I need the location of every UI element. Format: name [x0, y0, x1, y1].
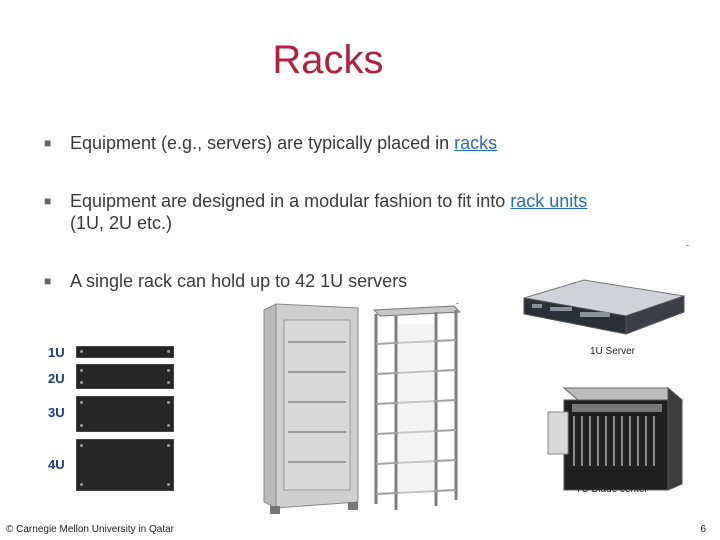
bullet-square-icon: ■	[44, 136, 52, 150]
unit-plate-1u	[76, 346, 174, 358]
rack-frame-open-image	[372, 305, 462, 510]
unit-label-4u: 4U	[48, 457, 65, 472]
bullet-square-icon: ■	[44, 194, 52, 208]
rack-cabinet-closed-image	[263, 303, 359, 514]
bullet-text: A single rack can hold up to 42 1U serve…	[70, 271, 408, 291]
decor-dash: -	[456, 298, 459, 308]
unit-plate-2u	[76, 364, 174, 389]
page-number: 6	[700, 524, 706, 535]
rack-units-link[interactable]: rack units	[510, 191, 588, 211]
bullet-text: Equipment (e.g., servers) are typically …	[70, 133, 455, 153]
decor-dash: -	[686, 240, 689, 250]
server-1u-image	[523, 279, 685, 335]
server-caption: 1U Server	[590, 346, 636, 357]
blade-caption: 7U Blade center	[576, 484, 648, 495]
footer-copyright: © Carnegie Mellon University in Qatar	[6, 524, 174, 535]
racks-link[interactable]: racks	[454, 133, 498, 153]
bullet-text-line2: (1U, 2U etc.)	[70, 213, 173, 233]
bullet-text: Equipment are designed in a modular fash…	[70, 191, 511, 211]
slide-title: Racks	[272, 38, 384, 82]
unit-label-2u: 2U	[48, 371, 65, 386]
unit-label-3u: 3U	[48, 405, 65, 420]
unit-plate-4u	[76, 439, 174, 491]
unit-plate-3u	[76, 396, 174, 432]
unit-label-1u: 1U	[48, 345, 65, 360]
bullet-square-icon: ■	[44, 274, 52, 288]
blade-center-image	[547, 386, 684, 491]
